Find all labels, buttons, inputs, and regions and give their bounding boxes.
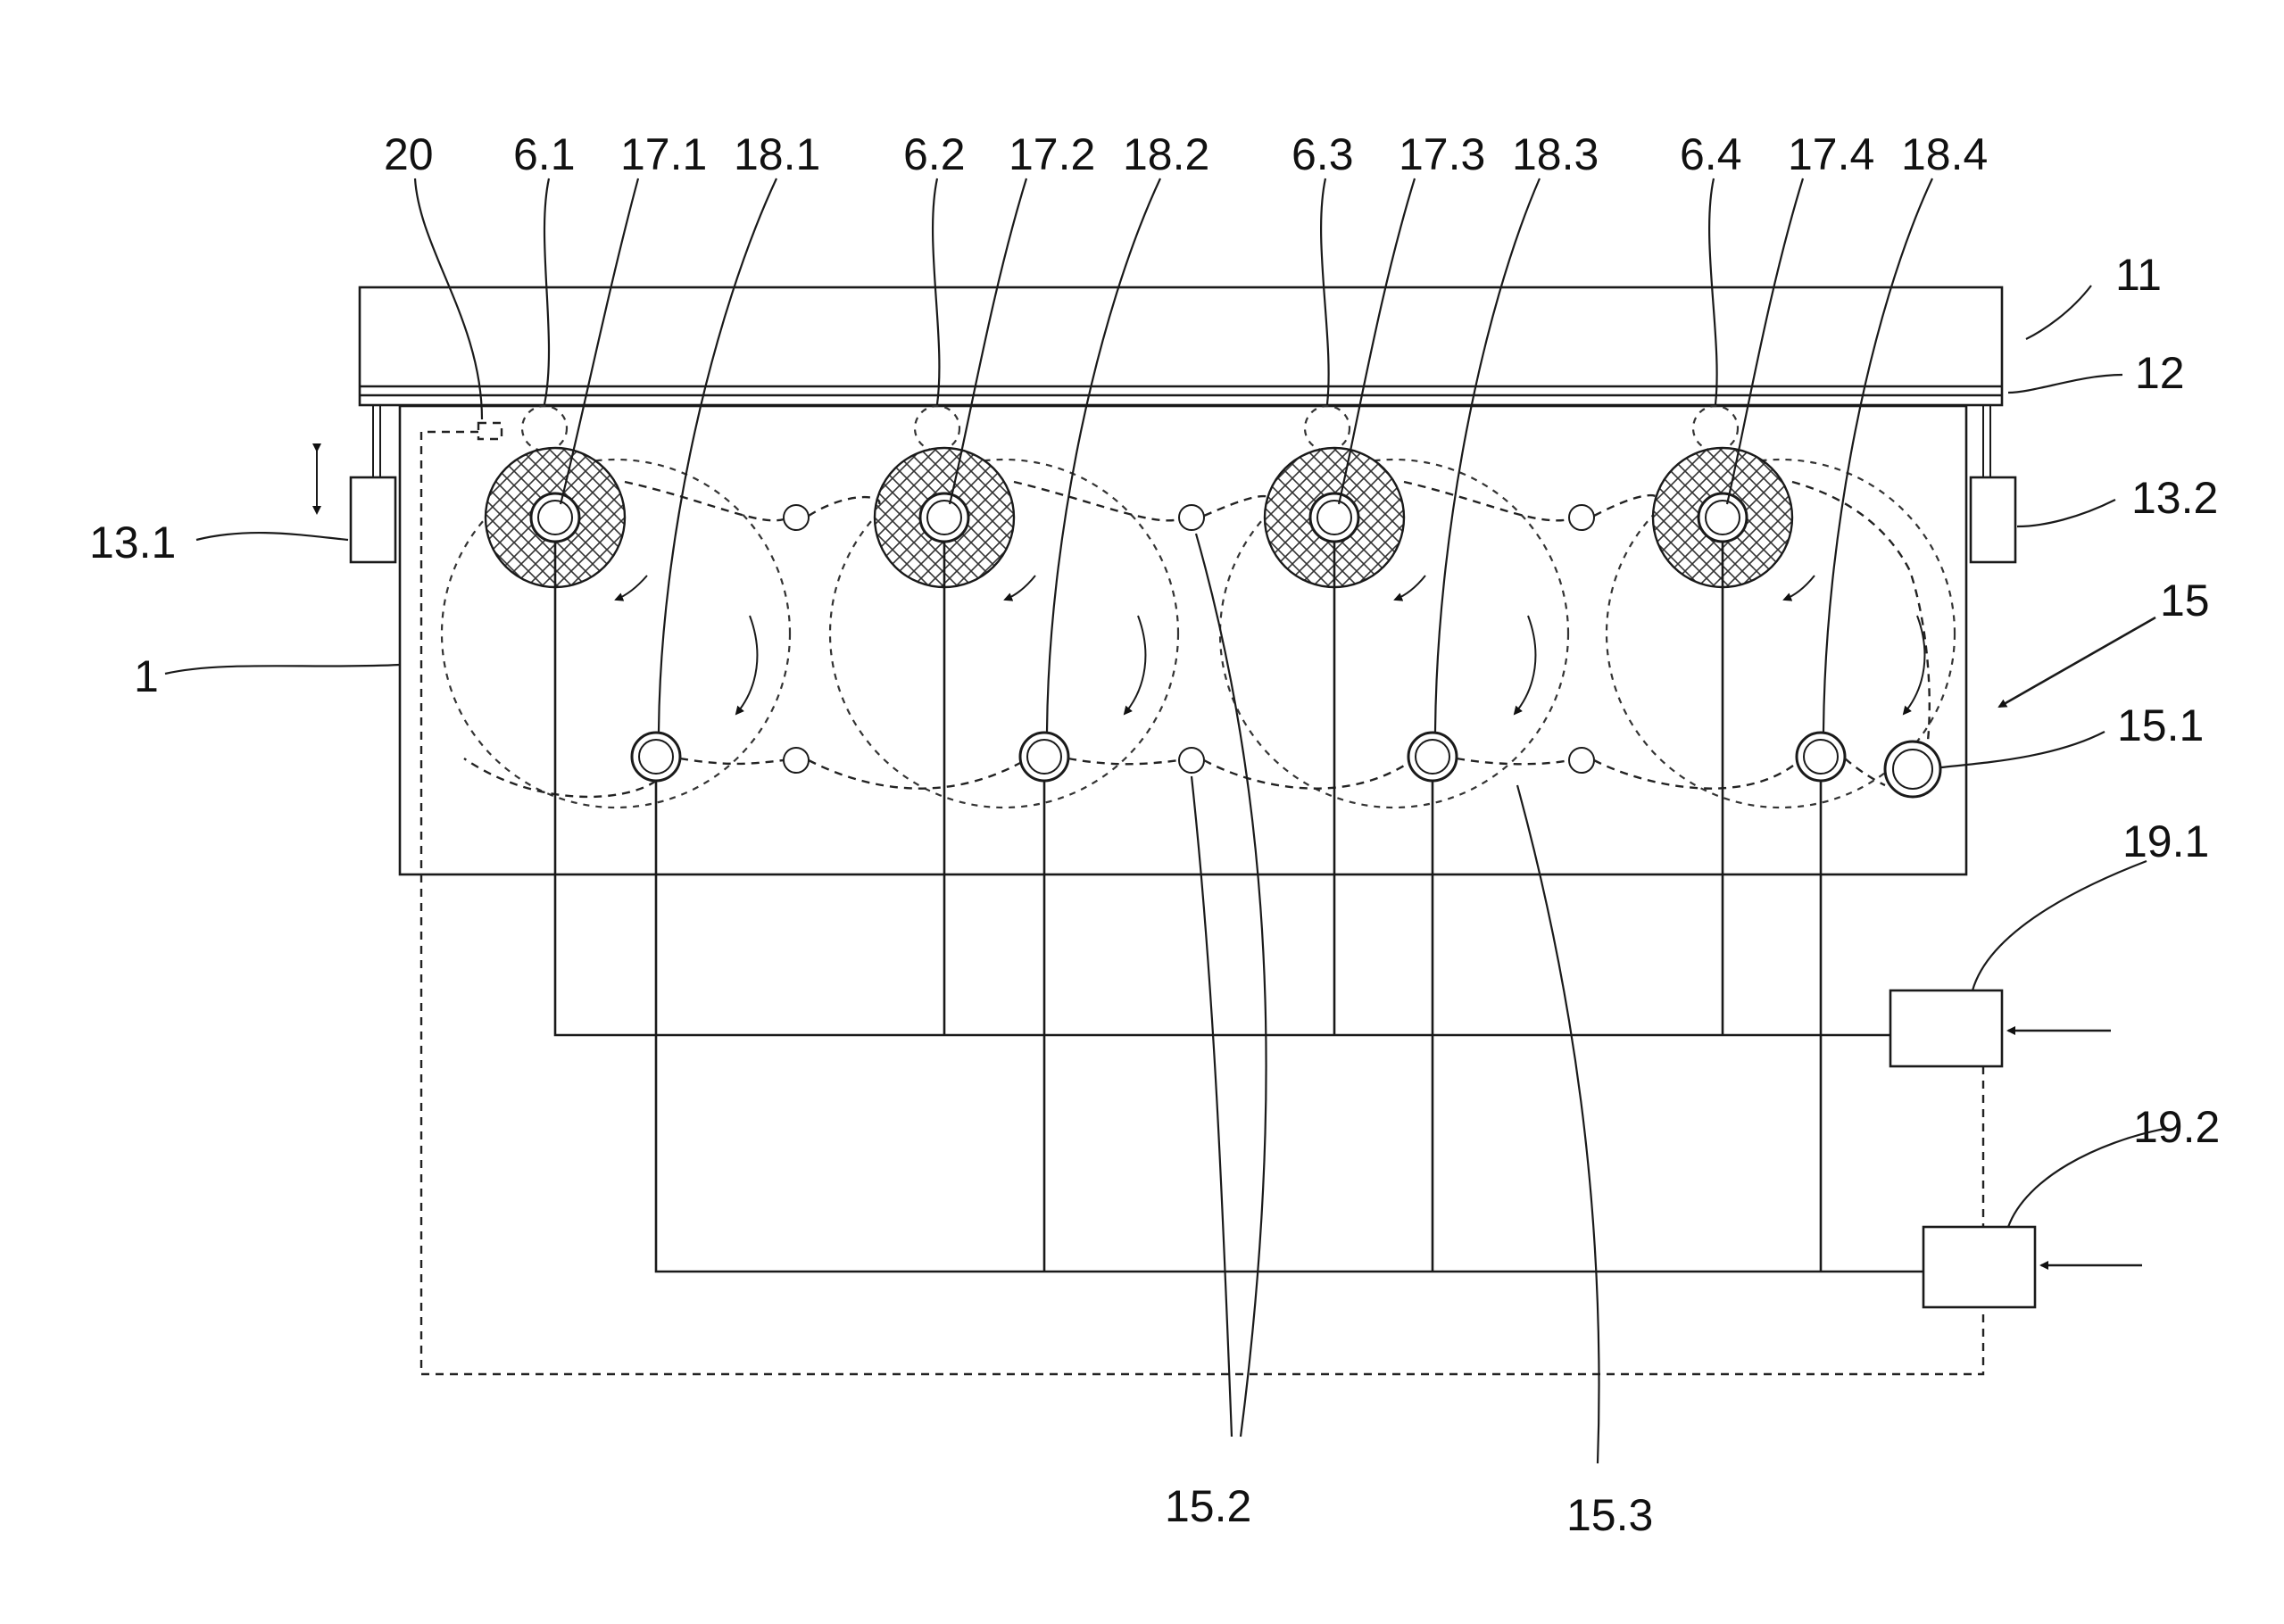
label-20: 20 xyxy=(384,129,434,179)
roller-15-1-inner xyxy=(1893,750,1932,789)
spindle-17-3-inner xyxy=(1317,501,1351,534)
arrow-15 xyxy=(1999,617,2155,707)
drive-line-19-1 xyxy=(555,543,1890,1035)
leader-6-1 xyxy=(544,178,549,404)
label-15-3: 15.3 xyxy=(1566,1490,1653,1540)
label-6-2: 6.2 xyxy=(903,129,966,179)
guide-pin-top-2 xyxy=(1179,505,1204,530)
spindle-18-3-inner xyxy=(1416,740,1449,774)
roller-6-3 xyxy=(1305,406,1350,451)
spindle-18-4-inner xyxy=(1804,740,1838,774)
label-17-1: 17.1 xyxy=(620,129,707,179)
label-17-4: 17.4 xyxy=(1788,129,1874,179)
winding-unit-3 xyxy=(1220,448,1568,808)
roller-6-4 xyxy=(1693,406,1738,451)
leader-18-2 xyxy=(1047,178,1160,732)
actuator-13-1 xyxy=(351,477,395,562)
leader-18-4 xyxy=(1823,178,1932,732)
leader-15-3 xyxy=(1517,785,1599,1463)
guide-pin-top-3 xyxy=(1569,505,1594,530)
label-15-1: 15.1 xyxy=(2117,700,2204,750)
leader-19-1 xyxy=(1973,861,2147,990)
drive-line-19-2 xyxy=(656,782,1923,1272)
leader-13-2 xyxy=(2017,500,2115,526)
guide-pin-top-1 xyxy=(784,505,809,530)
drive-unit-19-2 xyxy=(1923,1227,2035,1307)
rotation-arrow-2b xyxy=(1125,616,1145,714)
rotation-arrow-4b xyxy=(1904,616,1924,714)
label-18-4: 18.4 xyxy=(1901,129,1988,179)
label-19-1: 19.1 xyxy=(2122,816,2209,866)
label-12: 12 xyxy=(2135,348,2185,398)
label-13-1: 13.1 xyxy=(89,518,176,568)
leader-11 xyxy=(2026,286,2091,339)
leader-6-2 xyxy=(933,178,939,404)
actuator-13-2 xyxy=(1971,477,2015,562)
leader-12 xyxy=(2008,375,2122,393)
winding-unit-1 xyxy=(442,448,790,808)
guide-pin-bottom-3 xyxy=(1569,748,1594,773)
roller-6-2 xyxy=(915,406,959,451)
spindle-18-1-inner xyxy=(639,740,673,774)
leader-20 xyxy=(415,178,482,419)
label-6-4: 6.4 xyxy=(1680,129,1742,179)
guide-pin-bottom-1 xyxy=(784,748,809,773)
label-19-2: 19.2 xyxy=(2133,1102,2220,1152)
drive-unit-19-1 xyxy=(1890,990,2002,1066)
roller-6-1 xyxy=(522,406,567,451)
rotation-arrow-1a xyxy=(616,576,647,600)
leader-17-2 xyxy=(950,178,1026,504)
label-6-1: 6.1 xyxy=(513,129,576,179)
label-17-2: 17.2 xyxy=(1009,129,1095,179)
label-18-3: 18.3 xyxy=(1512,129,1599,179)
leader-6-4 xyxy=(1709,178,1717,404)
label-15-2: 15.2 xyxy=(1165,1481,1251,1531)
leader-17-3 xyxy=(1339,178,1415,504)
rotation-arrow-3b xyxy=(1515,616,1535,714)
leader-6-3 xyxy=(1321,178,1329,404)
leader-1 xyxy=(165,665,400,674)
label-1: 1 xyxy=(134,651,159,701)
rotation-arrow-3a xyxy=(1395,576,1425,600)
label-6-3: 6.3 xyxy=(1291,129,1354,179)
label-11: 11 xyxy=(2115,250,2162,300)
guide-pin-bottom-2 xyxy=(1179,748,1204,773)
label-18-2: 18.2 xyxy=(1123,129,1209,179)
leader-13-1 xyxy=(196,533,348,540)
winding-unit-2 xyxy=(830,448,1178,808)
label-18-1: 18.1 xyxy=(734,129,820,179)
rotation-arrow-1b xyxy=(736,616,757,714)
spindle-17-4-inner xyxy=(1706,501,1740,534)
spindle-18-2-inner xyxy=(1027,740,1061,774)
label-17-3: 17.3 xyxy=(1399,129,1485,179)
label-13-2: 13.2 xyxy=(2131,473,2218,523)
label-15: 15 xyxy=(2160,576,2210,626)
rotation-arrow-4a xyxy=(1784,576,1815,600)
leader-15-2b xyxy=(1196,534,1267,1437)
leader-17-1 xyxy=(561,178,638,504)
spindle-17-2-inner xyxy=(927,501,961,534)
leader-18-3 xyxy=(1435,178,1540,732)
sensor-20 xyxy=(478,423,502,439)
leader-17-4 xyxy=(1727,178,1803,504)
leader-18-1 xyxy=(659,178,777,732)
rotation-arrow-2a xyxy=(1005,576,1035,600)
spindle-17-1-inner xyxy=(538,501,572,534)
